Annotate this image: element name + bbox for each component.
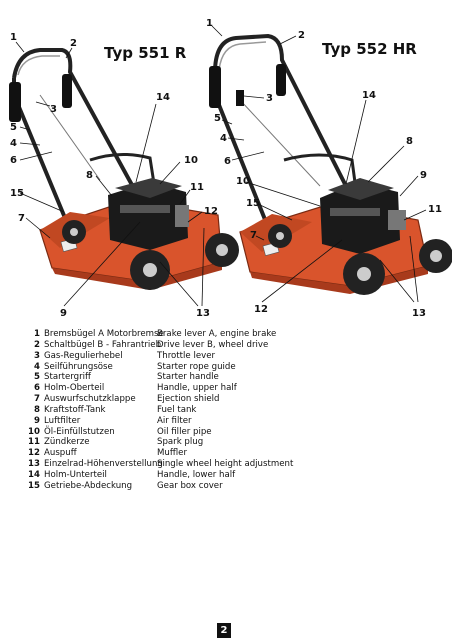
legend-number: 13 [28,459,40,470]
legend-german: Schaltbügel B - Fahrantrieb [44,339,162,350]
legend-english: Single wheel height adjustment [157,459,294,470]
legend-number: 2 [34,339,40,350]
callout-5: 5 [214,113,221,124]
legend-german: Startergriff [44,372,91,383]
callout-7: 7 [250,230,257,241]
callout-10: 10 [184,155,198,166]
callout-11: 11 [428,204,442,215]
callout-1: 1 [10,32,17,43]
callout-13: 13 [412,308,426,319]
legend-number: 1 [34,329,40,339]
legend-number: 11 [28,437,40,448]
legend-number: 10 [28,426,40,437]
callout-13: 13 [196,308,210,319]
legend-row: 6 Holm-Oberteil Handle, upper half [28,383,293,394]
legend-german: Holm-Oberteil [44,383,105,394]
legend-german: Luftfilter [44,415,81,426]
callout-6: 6 [10,155,17,166]
legend-row: 7 Auswurfschutzklappe Ejection shield [28,394,293,405]
title-typ-551-r: Typ 551 R [104,44,187,62]
legend-english: Muffler [157,448,187,459]
mower-typ-551-r [9,41,239,307]
callout-8: 8 [406,136,413,147]
title-typ-552-hr: Typ 552 HR [322,40,417,58]
legend-number: 12 [28,448,40,459]
legend-english: Gear box cover [157,480,223,491]
callout-3: 3 [50,104,57,115]
legend-german: Zündkerze [44,437,90,448]
callout-14: 14 [156,92,170,103]
legend-row: 5 Startergriff Starter handle [28,372,293,383]
legend-number: 14 [28,469,40,480]
legend-english: Spark plug [157,437,204,448]
legend-row: 8 Kraftstoff-Tank Fuel tank [28,405,293,416]
legend-row: 14 Holm-Unterteil Handle, lower half [28,470,293,481]
legend-english: Starter handle [157,372,219,383]
callout-5: 5 [10,122,17,133]
legend-number: 4 [34,361,40,372]
legend-german: Kraftstoff-Tank [44,404,106,415]
page-number: 2 [217,623,231,638]
legend-german: Getriebe-Abdeckung [44,480,133,491]
legend-row: 3 Gas-Regulierhebel Throttle lever [28,351,293,362]
legend-german: Bremsbügel A Motorbremse [44,329,164,339]
legend-german: Gas-Regulierhebel [44,350,123,361]
callout-14: 14 [362,90,376,101]
legend-german: Seilführungsöse [44,361,113,372]
legend-row: 12 Auspuff Muffler [28,448,293,459]
legend-german: Holm-Unterteil [44,469,107,480]
legend-german: Einzelrad-Höhenverstellung [44,459,163,470]
callout-6: 6 [224,156,231,167]
legend-english: Air filter [157,415,192,426]
legend-number: 15 [28,480,40,491]
legend-row: 9 Luftfilter Air filter [28,416,293,427]
mower-typ-552-hr [209,25,452,303]
legend-row: 4 Seilführungsöse Starter rope guide [28,362,293,373]
legend-number: 3 [34,350,40,361]
callout-15: 15 [246,198,260,209]
legend-english: Starter rope guide [157,361,236,372]
callout-10: 10 [236,176,250,187]
legend-english: Handle, lower half [157,469,236,480]
callout-2: 2 [298,30,305,41]
callout-4: 4 [220,133,227,144]
callout-3: 3 [266,93,273,104]
callout-2: 2 [70,38,77,49]
legend-row: 11 Zündkerze Spark plug [28,437,293,448]
legend-english: Oil filler pipe [157,426,212,437]
legend-german: Öl-Einfüllstutzen [44,426,115,437]
callout-4: 4 [10,138,17,149]
legend-english: Ejection shield [157,394,220,405]
callout-9: 9 [60,308,67,319]
callout-9: 9 [420,170,427,181]
legend-english: Drive lever B, wheel drive [157,339,269,350]
callout-11: 11 [190,182,204,193]
legend-number: 5 [34,372,40,383]
legend-number: 7 [34,394,40,405]
callout-7: 7 [18,213,25,224]
legend-english: Throttle lever [157,350,216,361]
legend-number: 9 [34,415,40,426]
legend-row: 10 Öl-Einfüllstutzen Oil filler pipe [28,427,293,438]
callout-12: 12 [204,206,218,217]
legend-number: 8 [34,404,40,415]
legend-english: Handle, upper half [157,383,237,394]
callout-8: 8 [86,170,93,181]
callout-15: 15 [10,188,24,199]
callout-12: 12 [254,304,268,315]
legend-english: Brake lever A, engine brake [157,329,277,339]
legend-german: Auswurfschutzklappe [44,394,136,405]
legend-english: Fuel tank [157,404,197,415]
callout-1: 1 [206,18,213,29]
legend-number: 6 [34,383,40,394]
legend-row: 15 Getriebe-Abdeckung Gear box cover [28,481,293,492]
legend-german: Auspuff [44,448,77,459]
